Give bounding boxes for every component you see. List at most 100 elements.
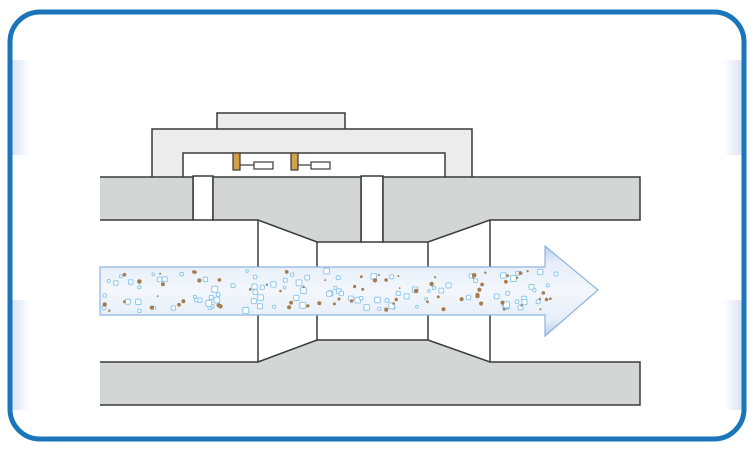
flow-bubble (377, 306, 382, 311)
flow-bubble (194, 297, 199, 303)
flow-particle (159, 272, 162, 275)
flow-particle (549, 297, 552, 301)
flow-particle (302, 285, 305, 288)
sensor-1-element (232, 152, 241, 171)
flow-bubble (270, 281, 277, 288)
flow-particle (506, 274, 509, 277)
flow-particle (149, 305, 154, 310)
flow-particle (384, 278, 388, 282)
frame (7, 9, 747, 442)
flow-particle (349, 299, 354, 303)
flow-particle (284, 270, 289, 274)
flow-particle (359, 275, 363, 279)
flow-bubble (215, 292, 221, 297)
flow-particle (539, 308, 542, 311)
flow-bubble (338, 290, 345, 297)
flow-particle (372, 278, 378, 283)
flow-bubble (510, 275, 518, 283)
flow-particle (324, 279, 327, 282)
flow-bubble (363, 304, 371, 311)
flow-particle (123, 300, 126, 304)
flow-bubble (403, 293, 410, 300)
flow-bubble (473, 278, 479, 284)
flow-particle (160, 282, 165, 287)
flow-particle (479, 301, 484, 306)
flow-particle (475, 293, 480, 299)
flow-bubble (208, 294, 214, 300)
flow-particle (502, 308, 506, 311)
flow-particle (377, 274, 380, 276)
flow-bubble (553, 271, 559, 277)
flow-particle (504, 279, 508, 284)
flow-bubble (431, 285, 437, 290)
flow-bubble (257, 303, 263, 310)
flow-particle (392, 302, 395, 305)
flow-bubble (299, 287, 307, 295)
flow-particle (192, 270, 196, 274)
flow-particle (156, 295, 159, 297)
flow-bubble (384, 298, 390, 303)
flow-bubble (137, 308, 142, 314)
flow-bubble (503, 301, 510, 309)
flow-bubble (290, 272, 295, 277)
flow-bubble (151, 272, 155, 277)
flow-particle (480, 282, 484, 287)
flow-particle (332, 302, 336, 306)
flow-bubble (545, 283, 550, 288)
flow-particle (248, 288, 252, 291)
flow-particle (484, 271, 487, 274)
flow-bubble (427, 289, 431, 293)
flow-bubble (137, 285, 142, 290)
flow-particle (218, 304, 223, 309)
flow-particle (279, 289, 282, 293)
flow-arrow (99, 244, 599, 338)
flow-bubble (205, 299, 213, 307)
flow-bubble (245, 269, 249, 273)
flow-bubble (119, 274, 123, 279)
flow-bubble (521, 299, 528, 306)
flow-bubble (179, 271, 184, 277)
sensor-2-element (290, 152, 299, 171)
flow-bubble (304, 274, 311, 281)
flow-particle (102, 302, 107, 307)
flow-particle (426, 300, 429, 304)
flow-bubble (537, 268, 544, 276)
flow-bubble (528, 283, 535, 290)
flow-bubble (535, 299, 541, 305)
flow-bubble (170, 305, 176, 311)
flow-particle (181, 299, 186, 304)
flow-particle (520, 304, 523, 307)
flow-bubble (415, 304, 419, 309)
flow-particle (434, 276, 437, 279)
flow-bubble (250, 298, 257, 305)
flow-bubble (156, 276, 163, 283)
flow-particle (137, 279, 142, 284)
flow-bubble (213, 296, 221, 304)
flow-particle (287, 305, 292, 310)
flow-bubble (438, 287, 445, 294)
flow-bubble (242, 306, 250, 314)
upstream-tap (192, 175, 214, 221)
flow-particle (544, 297, 549, 302)
flow-particle (289, 300, 293, 305)
flow-bubble (326, 290, 333, 297)
flow-bubble (202, 276, 209, 283)
flow-particle (397, 275, 400, 277)
flow-bubble (389, 274, 395, 280)
flow-particle (384, 307, 389, 312)
flow-particle (515, 276, 519, 280)
flow-particles (102, 270, 552, 312)
flow-particle (472, 276, 475, 279)
flow-particle (429, 281, 434, 287)
flow-bubble (106, 279, 111, 283)
flow-bubble (505, 291, 510, 296)
flow-bubble (465, 294, 472, 301)
flow-particle (177, 302, 181, 307)
flow-bubble (272, 304, 277, 309)
flow-particle (541, 291, 546, 295)
frame-glow-left-bottom (8, 300, 30, 410)
flow-bubble (135, 298, 142, 306)
flow-particle (122, 272, 127, 277)
